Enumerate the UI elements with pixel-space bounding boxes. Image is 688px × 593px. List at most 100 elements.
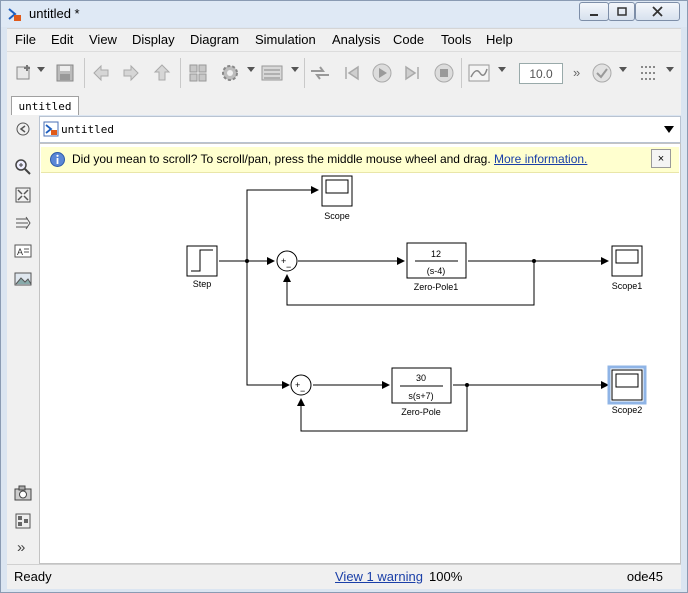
zero-pole-numerator: 30 — [416, 373, 426, 383]
sum2-plus-sign: + — [295, 380, 300, 390]
up-button[interactable] — [151, 62, 173, 84]
menu-analysis[interactable]: Analysis — [332, 32, 381, 47]
signal-feedback-1[interactable] — [283, 261, 535, 306]
model-settings-dropdown-arrow[interactable] — [247, 67, 255, 72]
scope2-label: Scope2 — [612, 405, 643, 415]
svg-text:A: A — [17, 247, 23, 257]
menu-help[interactable]: Help — [486, 32, 513, 47]
branch-point — [465, 383, 469, 387]
arrow-right-icon — [123, 64, 139, 82]
chevron-down-icon[interactable] — [664, 126, 674, 133]
menu-view[interactable]: View — [89, 32, 117, 47]
status-ready: Ready — [14, 569, 52, 584]
route-arrows-icon — [16, 216, 31, 230]
snapshot-button[interactable] — [14, 484, 32, 502]
zero-pole1-label: Zero-Pole1 — [414, 282, 459, 292]
close-button[interactable] — [635, 2, 680, 21]
step-forward-button[interactable] — [401, 62, 423, 84]
model-explorer-button[interactable] — [261, 62, 283, 84]
step-forward-icon — [405, 65, 419, 81]
build-button[interactable] — [638, 62, 660, 84]
close-notice-button[interactable]: × — [651, 149, 671, 168]
step-back-button[interactable] — [341, 62, 363, 84]
model-advisor-button[interactable] — [591, 62, 613, 84]
build-dropdown-arrow[interactable] — [666, 67, 674, 72]
more-information-link[interactable]: More information. — [494, 152, 588, 166]
annotation-button[interactable]: A — [14, 242, 32, 260]
sum2-minus-sign: − — [300, 386, 305, 396]
model-canvas[interactable]: Did you mean to scroll? To scroll/pan, p… — [39, 143, 681, 564]
scroll-notice-text: Did you mean to scroll? To scroll/pan, p… — [72, 152, 491, 166]
toolbar-separator — [304, 58, 305, 88]
data-inspector-dropdown-arrow[interactable] — [498, 67, 506, 72]
model-icon — [43, 121, 59, 137]
forward-button[interactable] — [120, 62, 142, 84]
signal-feedback-2[interactable] — [297, 385, 468, 432]
scope1-block[interactable] — [611, 245, 643, 277]
model-browser-button[interactable] — [14, 512, 32, 530]
left-palette: A » — [7, 115, 39, 564]
magnifier-icon — [15, 159, 31, 175]
menu-code[interactable]: Code — [393, 32, 425, 47]
new-model-button[interactable] — [13, 62, 35, 84]
sum-block-1[interactable]: + − — [276, 250, 298, 272]
signal-step-to-scope[interactable] — [246, 186, 319, 261]
route-lines-button[interactable] — [14, 214, 32, 232]
scope-block[interactable] — [321, 175, 353, 207]
menu-tools[interactable]: Tools — [441, 32, 472, 47]
zero-pole1-block[interactable]: 12 (s-4) — [406, 242, 467, 279]
view-warning-link[interactable]: View 1 warning — [335, 569, 423, 584]
update-diagram-button[interactable] — [309, 62, 331, 84]
new-model-icon — [16, 65, 30, 80]
zoom-button[interactable] — [14, 158, 32, 176]
new-model-dropdown-arrow[interactable] — [37, 67, 45, 72]
window-title: untitled * — [29, 6, 80, 21]
menu-edit[interactable]: Edit — [51, 32, 74, 47]
run-button[interactable] — [371, 62, 393, 84]
solver-name[interactable]: ode45 — [626, 569, 663, 584]
fit-to-view-icon — [15, 187, 31, 203]
scope1-label: Scope1 — [612, 281, 643, 291]
menu-simulation[interactable]: Simulation — [255, 32, 316, 47]
menu-file[interactable]: File — [15, 32, 36, 47]
address-path: untitled — [61, 123, 114, 136]
toolbar-overflow-chevron[interactable]: » — [573, 65, 581, 80]
zero-pole1-denominator: (s-4) — [427, 266, 446, 276]
image-button[interactable] — [14, 270, 32, 288]
stop-button[interactable] — [433, 62, 455, 84]
scope2-block[interactable] — [607, 365, 647, 405]
minimize-icon — [590, 13, 598, 16]
save-button[interactable] — [54, 62, 76, 84]
library-browser-button[interactable] — [187, 62, 209, 84]
step-label: Step — [193, 279, 212, 289]
address-bar[interactable]: untitled — [39, 116, 681, 143]
fit-to-view-button[interactable] — [14, 186, 32, 204]
arrow-up-icon — [153, 64, 171, 81]
tab-untitled[interactable]: untitled — [11, 96, 79, 115]
branch-point — [245, 259, 249, 263]
title-bar: untitled * — [1, 1, 687, 27]
sum-block-2[interactable]: + − — [290, 374, 312, 396]
stop-icon — [434, 63, 454, 83]
branch-point — [532, 259, 536, 263]
signal-plot-icon — [468, 64, 490, 82]
simulation-stop-time-input[interactable]: 10.0 — [519, 63, 563, 84]
zero-pole-block[interactable]: 30 s(s+7) — [391, 367, 452, 404]
model-explorer-dropdown-arrow[interactable] — [291, 67, 299, 72]
palette-expand-chevron[interactable]: » — [17, 539, 26, 556]
hide-browser-button[interactable] — [14, 120, 32, 138]
step-block[interactable] — [186, 245, 218, 277]
model-advisor-dropdown-arrow[interactable] — [619, 67, 627, 72]
data-inspector-button[interactable] — [468, 62, 490, 84]
signal-step-to-sum2[interactable] — [246, 261, 290, 389]
menu-display[interactable]: Display — [132, 32, 175, 47]
back-button[interactable] — [90, 62, 112, 84]
maximize-button[interactable] — [608, 2, 635, 21]
menu-diagram[interactable]: Diagram — [190, 32, 240, 47]
model-tab-strip: untitled — [7, 95, 681, 115]
minimize-button[interactable] — [579, 2, 609, 21]
play-icon — [372, 63, 392, 83]
model-settings-button[interactable] — [219, 62, 241, 84]
circle-arrow-left-icon — [16, 122, 30, 136]
toolbar: 10.0 » — [7, 51, 681, 96]
